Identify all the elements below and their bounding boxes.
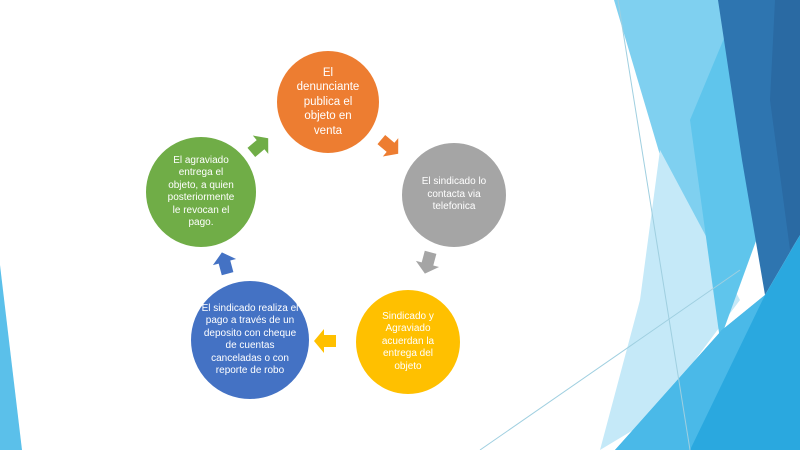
step-5-text: El agraviado entrega el objeto, a quien … [163, 150, 239, 234]
step-3-label: Sindicado y Agraviado acuerdan la entreg… [381, 310, 435, 372]
arrow-down-icon [415, 250, 440, 274]
step-5-label: El agraviado entrega el objeto, a quien … [167, 154, 235, 229]
step-4-text: El sindicado realiza el pago a través de… [200, 295, 300, 385]
step-2-text: El sindicado lo contacta via telefonica [414, 160, 494, 230]
step-1-text: El denunciante publica el objeto en vent… [292, 60, 364, 144]
arrow-up-icon [212, 252, 237, 276]
step-5-circle [144, 135, 258, 249]
arrow-left-icon [314, 329, 336, 353]
decor-line-2 [479, 269, 741, 450]
arrow-right-down-icon [377, 134, 399, 157]
step-3-circle [354, 288, 462, 396]
decor-bright-bottom [615, 235, 800, 450]
step-4-label: El sindicado realiza el pago a través de… [201, 302, 299, 377]
step-1-label: El denunciante publica el objeto en vent… [296, 67, 360, 137]
step-2-label: El sindicado lo contacta via telefonica [421, 176, 487, 213]
decor-left-triangle [0, 265, 22, 450]
arrow-right-up-icon [247, 135, 269, 158]
step-1-circle [275, 49, 381, 155]
decor-pale [600, 150, 740, 450]
decor-bright-bottom-2 [615, 295, 765, 450]
decor-line-1 [617, 0, 691, 450]
step-4-circle [189, 279, 311, 401]
decor-dark-blue-2 [770, 0, 800, 250]
step-3-text: Sindicado y Agraviado acuerdan la entreg… [374, 300, 442, 384]
step-2-circle [400, 141, 508, 249]
